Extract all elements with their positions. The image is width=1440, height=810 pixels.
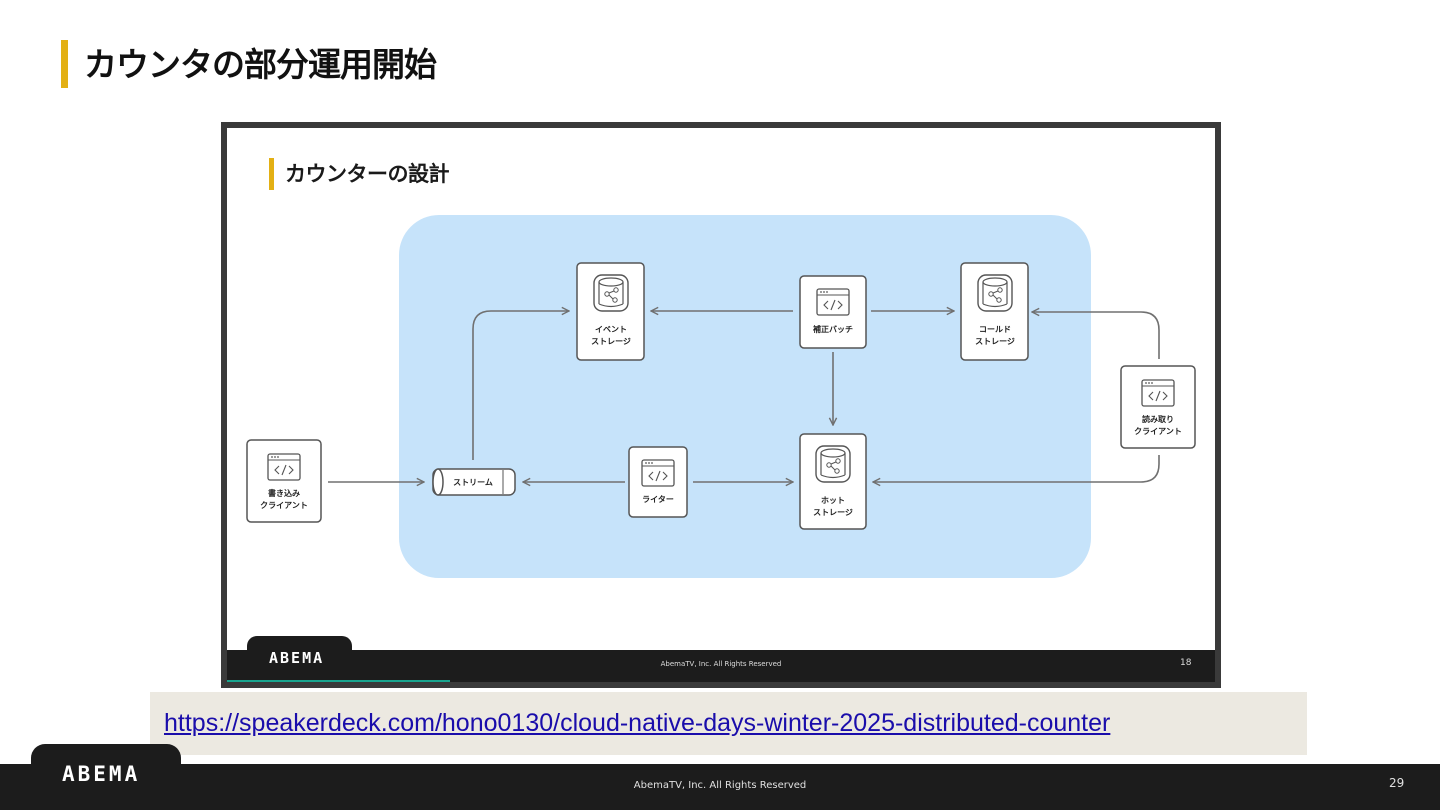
embedded-slide-canvas: カウンターの設計 — [227, 128, 1215, 682]
title-accent-bar — [61, 40, 68, 88]
architecture-diagram: イベント ストレージ 補正バッチ コールド ストレージ 読み取り クライアント — [246, 215, 1196, 578]
svg-text:ホット: ホット — [821, 496, 845, 505]
abema-logo: ABEMA — [62, 762, 141, 786]
footer-bar — [0, 764, 1440, 810]
node-writer: ライター — [628, 446, 688, 518]
node-event-storage: イベント ストレージ — [576, 262, 645, 361]
arrow-read-to-hot — [873, 455, 1160, 482]
embedded-footer-bar — [227, 650, 1215, 682]
node-hot-storage: ホット ストレージ — [799, 433, 867, 530]
page-title: カウンタの部分運用開始 — [84, 45, 437, 84]
svg-text:ストリーム: ストリーム — [453, 478, 493, 487]
arrow-stream-to-event — [472, 311, 569, 460]
svg-text:コールド: コールド — [979, 325, 1011, 334]
source-link[interactable]: https://speakerdeck.com/hono0130/cloud-n… — [164, 709, 1111, 737]
logo-tab — [31, 744, 181, 810]
embedded-copyright: AbemaTV, Inc. All Rights Reserved — [660, 660, 782, 668]
node-cold-storage: コールド ストレージ — [960, 262, 1029, 361]
embedded-slide-image: カウンターの設計 — [221, 122, 1221, 688]
code-window-icon — [1141, 379, 1175, 407]
arrow-read-to-cold — [1032, 312, 1160, 359]
embedded-progress-bar — [227, 680, 450, 682]
page-number: 29 — [1389, 776, 1405, 790]
embedded-abema-logo: ABEMA — [269, 649, 325, 667]
embedded-slide-title: カウンターの設計 — [285, 162, 450, 186]
copyright-text: AbemaTV, Inc. All Rights Reserved — [633, 780, 807, 791]
svg-text:イベント: イベント — [595, 325, 627, 334]
code-window-icon — [641, 459, 675, 487]
svg-text:読み取り: 読み取り — [1142, 414, 1174, 424]
node-correction-batch: 補正バッチ — [799, 275, 867, 349]
svg-text:クライアント: クライアント — [1134, 426, 1182, 436]
svg-text:書き込み: 書き込み — [268, 488, 300, 498]
svg-text:補正バッチ: 補正バッチ — [812, 324, 853, 334]
svg-text:ストレージ: ストレージ — [813, 508, 853, 517]
svg-text:ライター: ライター — [642, 494, 674, 504]
node-stream: ストリーム — [432, 468, 516, 496]
source-link-box — [150, 692, 1307, 755]
svg-text:ストレージ: ストレージ — [975, 337, 1015, 346]
code-window-icon — [267, 453, 301, 481]
embedded-logo-tab — [247, 636, 352, 682]
svg-text:クライアント: クライアント — [260, 500, 308, 510]
svg-text:ストレージ: ストレージ — [591, 337, 631, 346]
node-write-client: 書き込み クライアント — [246, 439, 322, 523]
node-read-client: 読み取り クライアント — [1120, 365, 1196, 449]
database-icon — [977, 274, 1013, 312]
embedded-title-accent-bar — [269, 158, 274, 190]
database-icon — [593, 274, 629, 312]
system-boundary-region — [399, 215, 1091, 578]
database-icon — [815, 445, 851, 483]
code-window-icon — [816, 288, 850, 316]
embedded-page-number: 18 — [1180, 658, 1192, 668]
